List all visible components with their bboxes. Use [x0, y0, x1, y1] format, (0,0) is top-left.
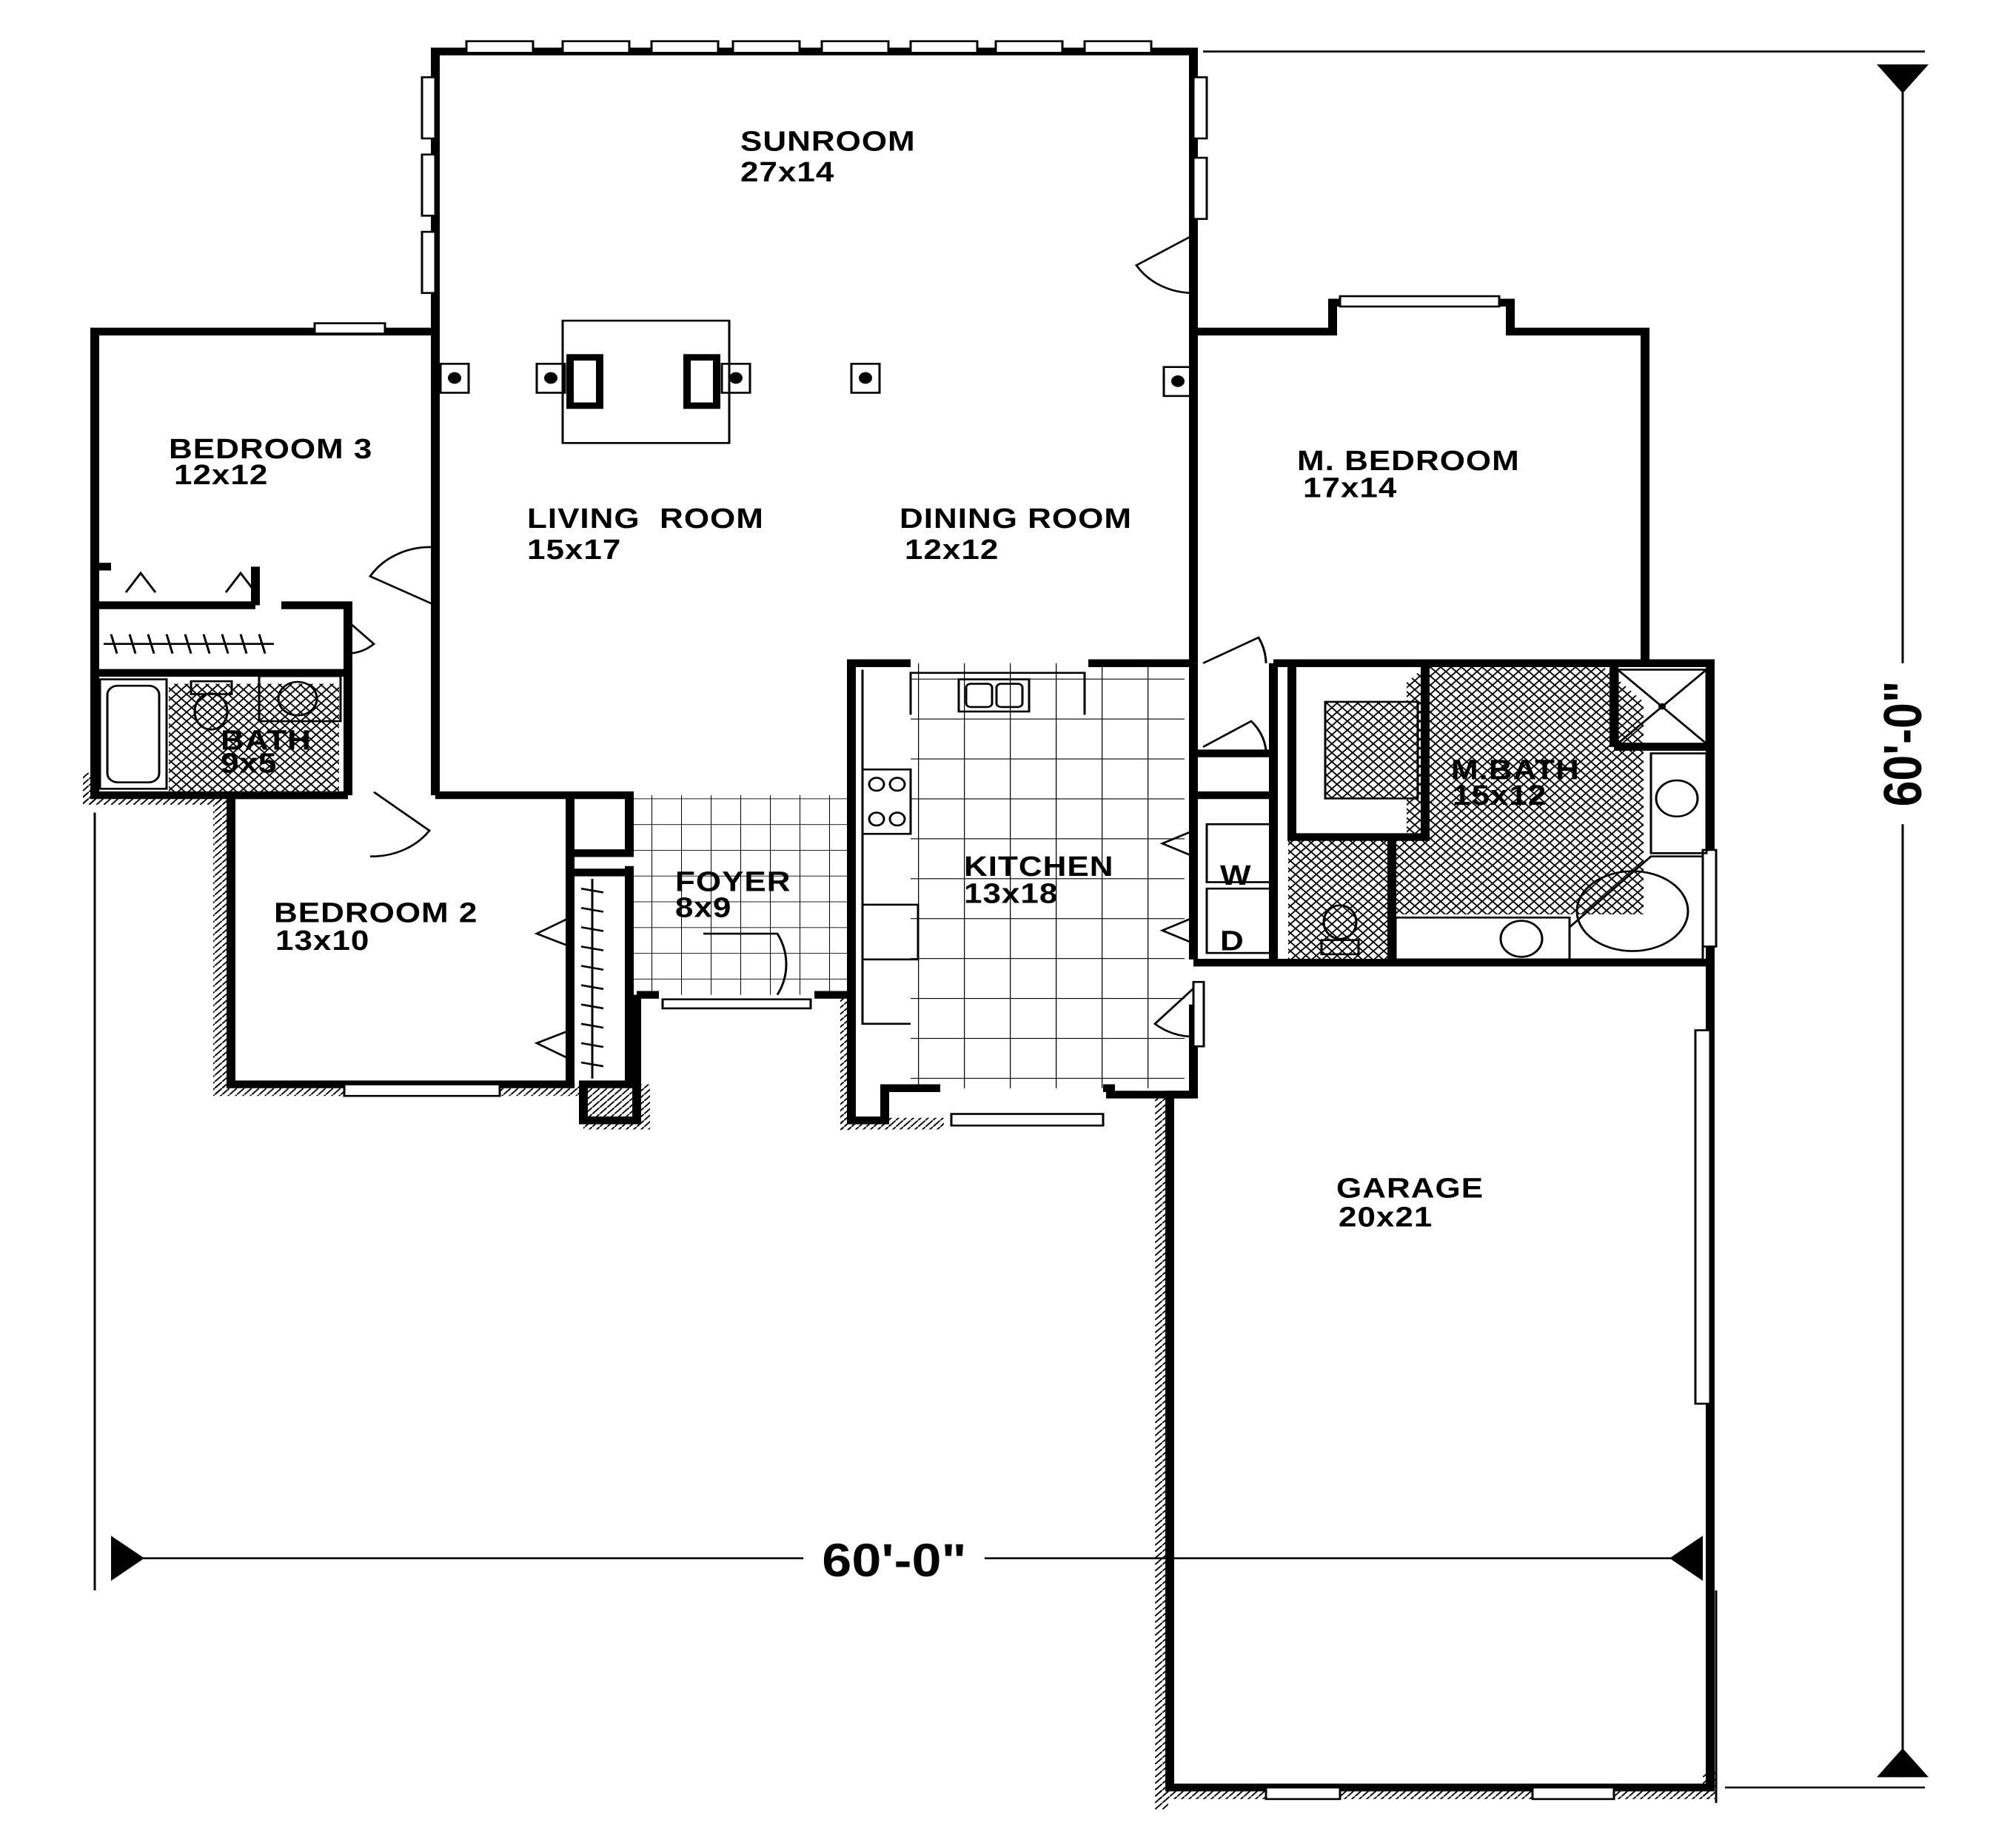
living-label: LIVING ROOM	[527, 503, 764, 535]
mbath-window	[1701, 848, 1718, 948]
sunroom-window	[820, 40, 890, 54]
columns	[439, 363, 1193, 398]
sunroom-window	[994, 40, 1064, 54]
wc-hatch	[1288, 840, 1392, 960]
mbedroom-door	[1202, 636, 1267, 664]
bedroom3-door	[368, 546, 436, 606]
foyer-tile	[626, 795, 851, 995]
dimension-width: 60'-0"	[93, 812, 1718, 1804]
sunroom-window	[465, 40, 535, 54]
dining-size: 12x12	[905, 534, 999, 566]
room-labels: SUNROOM 27x14 BEDROOM 3 12x12 LIVING ROO…	[169, 125, 1580, 1233]
garage-window	[1265, 1786, 1341, 1801]
kitchen-door-frame	[1192, 980, 1205, 1048]
dimension-depth: 60'-0"	[1203, 50, 1947, 1789]
kitchen-sink	[957, 678, 1031, 713]
kitchen-window	[950, 1113, 1105, 1127]
bedroom2-closet-door	[534, 917, 571, 948]
sunroom-window	[421, 76, 437, 140]
hall-closet-door	[1202, 720, 1267, 751]
mbedroom-label: M. BEDROOM	[1297, 445, 1520, 477]
bedroom2-label: BEDROOM 2	[274, 897, 478, 928]
sunroom-window	[1192, 76, 1208, 140]
foyer-size: 8x9	[675, 891, 731, 923]
kitchen-label: KITCHEN	[964, 850, 1113, 882]
foyer-label: FOYER	[675, 866, 791, 897]
sunroom-door	[1134, 234, 1194, 295]
garage-size: 20x21	[1339, 1201, 1433, 1233]
wc-toilet	[1322, 904, 1358, 940]
bedroom3-label: BEDROOM 3	[169, 433, 372, 465]
mbath-size: 15x12	[1453, 780, 1547, 811]
sunroom-window	[421, 230, 437, 295]
sunroom-window	[731, 40, 801, 54]
bath-vanity	[258, 674, 342, 723]
range	[861, 768, 912, 835]
mbath-vanity2	[1394, 916, 1571, 961]
laundry-door	[1159, 917, 1194, 945]
bedroom3-window	[313, 322, 386, 335]
closet-door	[346, 620, 376, 655]
bedroom3-closet-door	[224, 571, 257, 593]
sunroom-window	[421, 153, 437, 217]
living-size: 15x17	[527, 534, 621, 566]
garage-window	[1531, 1786, 1615, 1801]
mbath-vanity	[1649, 752, 1708, 854]
washer-label: W	[1220, 860, 1252, 891]
garage-entry-door	[1153, 988, 1195, 1038]
closet-hatch	[1324, 700, 1419, 800]
front-door	[703, 932, 788, 996]
bedroom2-window	[343, 1083, 501, 1097]
bathtub	[98, 678, 168, 790]
fireplace	[566, 354, 603, 409]
fireplace-hearth	[561, 319, 731, 444]
fixtures	[98, 319, 1708, 1079]
laundry-door	[1159, 829, 1194, 857]
sunroom-window	[1083, 40, 1153, 54]
kitchen-size: 13x18	[964, 877, 1058, 909]
sunroom-window	[561, 40, 631, 54]
sunroom-window	[650, 40, 720, 54]
bath-label: BATH	[221, 724, 312, 756]
dryer-label: D	[1220, 925, 1245, 957]
sunroom-label: SUNROOM	[740, 125, 916, 157]
mbath-label: M.BATH	[1451, 754, 1580, 786]
bedroom2-closet-door	[534, 1029, 571, 1060]
front-door-frame	[661, 998, 812, 1010]
sunroom-window	[909, 40, 979, 54]
dryer	[1205, 887, 1275, 954]
garage-label: GARAGE	[1336, 1172, 1484, 1204]
dining-label: DINING ROOM	[900, 503, 1132, 535]
mbath-hatch	[1396, 666, 1644, 914]
sunroom-size: 27x14	[740, 156, 834, 188]
shower	[1616, 669, 1708, 745]
washer	[1205, 823, 1275, 883]
doors	[124, 234, 1267, 1060]
garage-door	[1694, 1029, 1712, 1405]
bath-size: 9x5	[221, 747, 277, 779]
width-dimension: 60'-0"	[822, 1535, 966, 1587]
mbedroom-window	[1339, 295, 1501, 308]
bedroom3-closet-door	[124, 571, 157, 593]
walls	[90, 47, 1715, 1792]
refrigerator	[861, 903, 920, 961]
bedroom2-size: 13x10	[275, 924, 369, 956]
depth-dimension: 60'-0"	[1874, 681, 1933, 807]
fireplace	[683, 354, 720, 409]
sunroom-window	[1192, 156, 1208, 220]
windows	[313, 40, 1718, 1801]
mbedroom-size: 17x14	[1303, 472, 1397, 503]
kitchen-tile	[911, 663, 1185, 1088]
bedroom3-size: 12x12	[174, 459, 268, 491]
hall-door	[369, 791, 432, 857]
